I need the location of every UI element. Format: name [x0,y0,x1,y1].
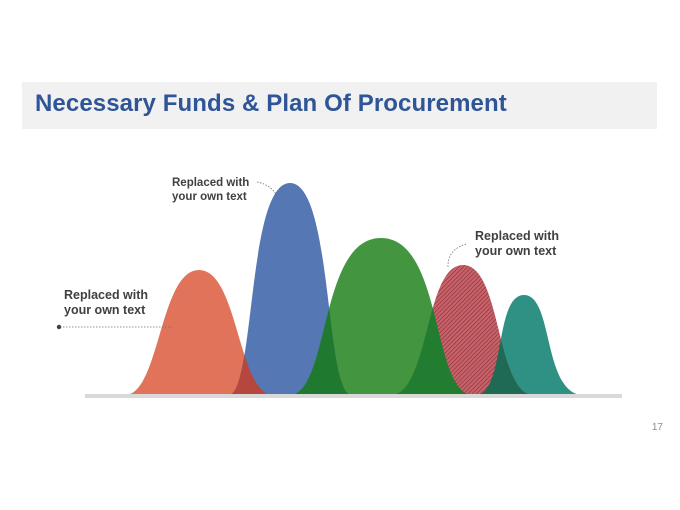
callout-left: Replaced with your own text [64,288,148,318]
slide-title: Necessary Funds & Plan Of Procurement [35,90,507,117]
callout-left-line1: Replaced with [64,288,149,302]
callout-top-line1: Replaced with [172,177,250,189]
callout-left-line2: your own text [64,303,146,317]
callout-top-line2: your own text [172,191,247,203]
page-number: 17 [651,422,663,433]
callout-right-leader [447,243,467,269]
callout-right: Replaced with your own text [475,229,559,259]
blue-peak [230,183,350,395]
callout-left-dot [56,324,62,330]
callout-top: Replaced with your own text [172,176,249,204]
baseline [85,394,622,398]
orange-peak [126,270,272,395]
callout-right-line1: Replaced with [475,229,560,243]
callout-right-line2: your own text [475,244,557,258]
title-band: Necessary Funds & Plan Of Procurement [22,82,657,129]
callout-top-leader [256,181,280,201]
